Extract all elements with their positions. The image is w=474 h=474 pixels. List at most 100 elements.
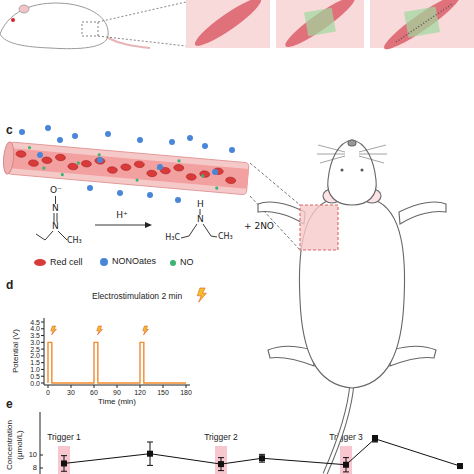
potential-chart [44,385,190,386]
red-cell [147,170,158,177]
tick-label: 0 [46,389,50,396]
blood-vessel [2,142,15,175]
data-point [372,436,378,442]
atom-label: N [52,222,59,231]
rat-top-view [325,383,352,474]
tick-label: 90 [113,389,121,396]
chemical-bonds [36,196,217,240]
tick-label: 1.0 [30,366,40,373]
lightning-icon [197,288,206,302]
nonoate-dots [229,147,235,153]
rat-side-illustration [98,36,186,46]
red-cell [28,160,39,167]
legend-entry: NO [170,258,194,267]
legend-entry: NONOates [100,257,156,266]
data-point [147,451,153,457]
rat-top-view [300,205,338,250]
surgery-panels [396,4,452,42]
axis-title: Potential (V) [12,329,20,373]
rat-top-view [328,140,377,205]
rat-top-view [320,156,345,163]
atom-label: CH₃ [218,233,233,241]
potential-chart [41,349,44,350]
rat-side-illustration [11,18,15,22]
surgery-panels [304,8,336,36]
chemical-bonds [55,196,56,204]
axis-title: Concentration [6,420,14,470]
rat-top-view [325,383,352,474]
potential-chart [41,322,44,323]
legend-swatch [100,258,108,266]
pulse-line [48,342,186,383]
rat-top-view [359,156,384,163]
legend-entry: Red cell [34,258,83,267]
trigger-band: Trigger 3 [340,446,352,474]
nonoate-dots [157,164,163,170]
red-cell [55,154,66,161]
potential-chart [41,328,44,329]
potential-chart [186,385,187,388]
red-cell [134,161,145,168]
potential-chart [41,362,44,363]
rat-top-view [318,145,345,152]
surgery-panels [281,0,359,53]
error-bar [457,464,463,468]
potential-chart [71,385,72,388]
rat-top-view [390,346,436,366]
reagent-label: H⁺ [116,211,128,220]
red-cell [68,163,79,170]
atom-label: H₃C [165,234,180,242]
chemical-bonds [181,224,197,238]
surgery-panels [380,0,465,55]
tick-label: 3.5 [30,332,40,339]
rat-top-view [399,202,446,224]
chemical-bonds [58,231,67,240]
red-cell [213,168,224,175]
zoom-leader-lines [250,163,300,205]
no-molecule [61,173,64,176]
potential-chart [140,385,141,388]
potential-chart [41,355,44,356]
tick-label: 4.5 [30,319,40,326]
trigger-band: Trigger 2 [215,446,227,474]
nonoate-dots [19,125,235,203]
trigger-label: Trigger 3 [329,433,363,442]
atom-label: O⁻ [50,186,62,195]
potential-chart [41,288,206,388]
legend-swatch [34,259,46,266]
red-cell [42,157,53,164]
legend-swatch [170,260,176,266]
rat-top-view [317,154,345,155]
red-cell [81,160,92,167]
blood-vessel [8,148,249,189]
potential-chart [41,383,44,384]
rat-top-view [359,154,387,155]
tick-label: 2.0 [30,352,40,359]
surgery-panels [404,6,440,37]
atom-label: N [197,215,204,224]
chart-title: Electrostimulation 2 min [92,292,182,301]
no-molecule [177,159,180,162]
nonoate-dots [57,137,63,143]
rat-side-illustration [108,38,150,48]
nonoate-dots [37,152,43,158]
rat-top-view [268,346,314,366]
tick-label: 0.5 [30,373,40,380]
surgery-panels [276,0,364,48]
axis-title: Time (min) [98,398,136,406]
tick-label: 4.0 [30,325,40,332]
concentration-chart [40,468,43,469]
nonoate-dots [97,157,103,163]
no-molecule [135,178,138,181]
data-point [259,455,265,461]
red-cell [16,150,27,157]
red-cell [186,173,197,180]
rat-top-view [299,200,404,388]
rat-side-illustration [98,2,186,22]
rat-top-view [348,140,356,146]
tick-label: 3.0 [30,339,40,346]
blood-vessel [2,142,249,195]
tick-label: 120 [134,389,146,396]
rat-side-illustration [82,22,98,36]
chemical-bonds [54,213,55,222]
